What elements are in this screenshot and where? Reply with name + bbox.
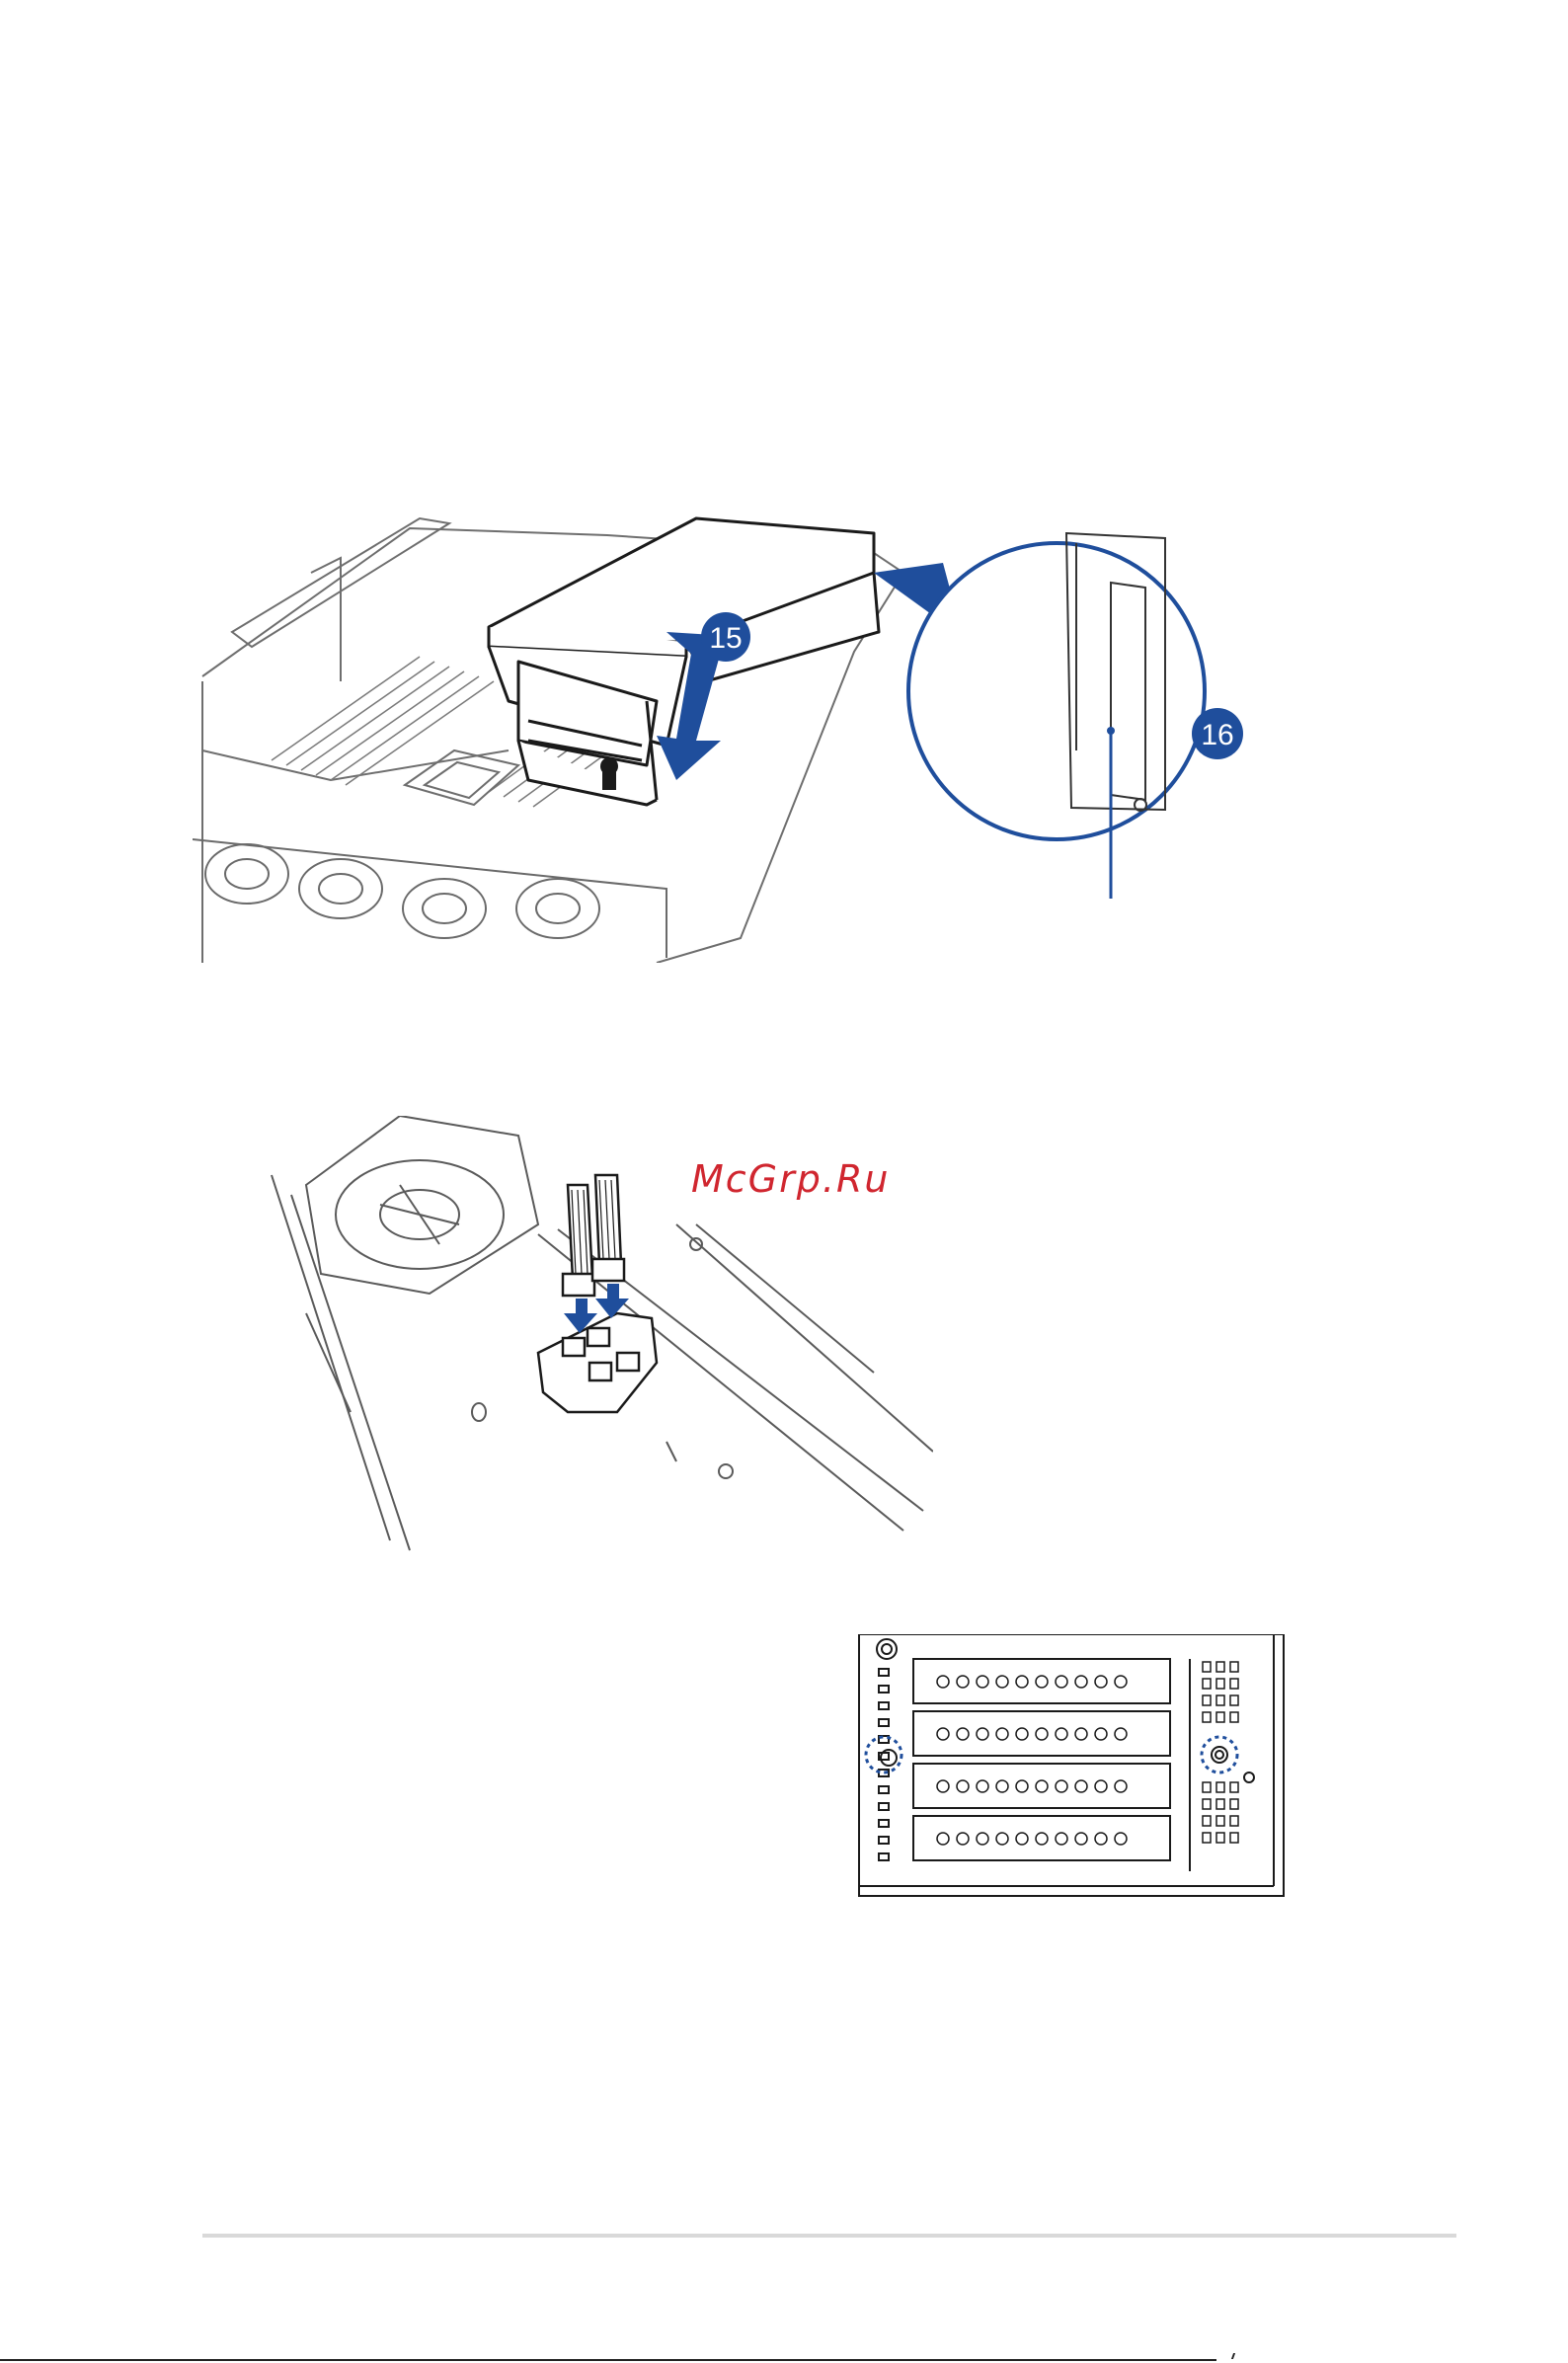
page-corner-mark	[1231, 2353, 1241, 2359]
watermark: McGrp.Ru	[691, 1157, 890, 1201]
step-16-badge: 16	[1192, 708, 1243, 759]
riser-bracket-detail: 16	[908, 533, 1243, 899]
screw-highlight-right	[1202, 1737, 1237, 1772]
riser-cage-illustration: 15 16	[193, 425, 1308, 963]
step-15-label: 15	[709, 622, 742, 655]
page-bottom-rule	[0, 2359, 1216, 2361]
footer-rule	[202, 2234, 1456, 2238]
step-15-badge: 15	[701, 612, 750, 662]
step-16-label: 16	[1201, 719, 1233, 751]
rear-panel-slots-illustration	[849, 1634, 1303, 1906]
